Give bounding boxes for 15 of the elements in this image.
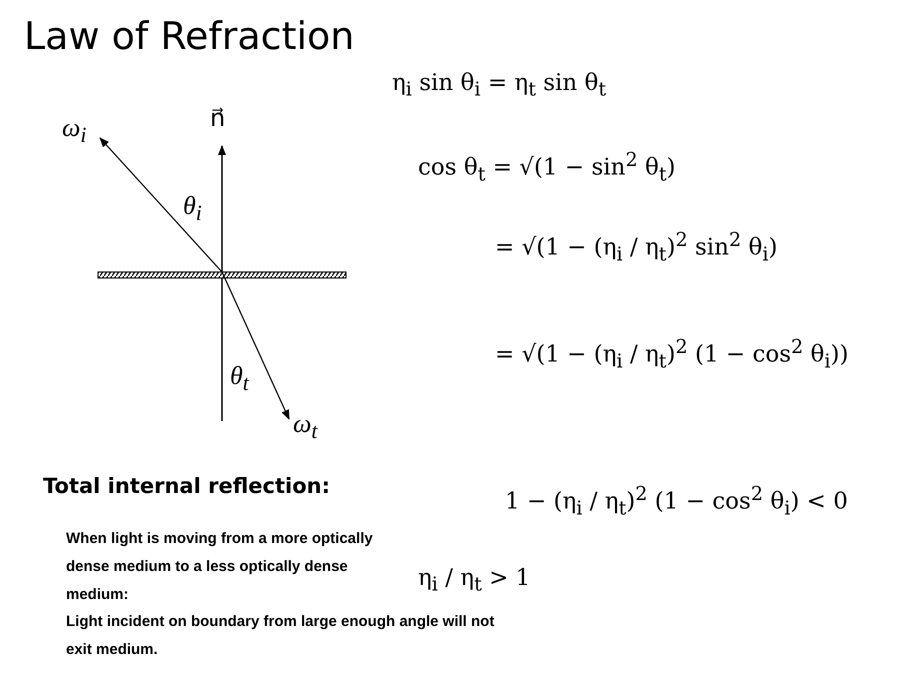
equation: = √(1 − (η$_{i}$ / η$_{t}$)$^{2}$ sin$^{2}$ θ$_{i}$): [495, 228, 778, 266]
note-text: Light incident on boundary from large enough angle will not exit medium.: [66, 612, 496, 660]
vector-label: n⃗: [210, 104, 226, 133]
slide-title: Law of Refraction: [24, 14, 354, 58]
section-heading: Total internal reflection:: [43, 474, 330, 500]
angle-label: θ$_{t}$: [230, 360, 249, 396]
vector-label: ω$_{t}$: [293, 408, 318, 444]
vector-label: ω$_{i}$: [62, 112, 86, 148]
equation: cos θ$_{t}$ = √(1 − sin$^{2}$ θ$_{t}$): [418, 148, 676, 186]
equation: η$_{i}$ sin θ$_{i}$ = η$_{t}$ sin θ$_{t}$: [392, 70, 606, 101]
note-text: When light is moving from a more optically dense medium to a less optically dense medium:: [66, 529, 374, 605]
angle-label: θ$_{i}$: [183, 190, 202, 226]
inequality: η$_{i}$ / η$_{t}$ > 1: [418, 565, 530, 596]
equation: = √(1 − (η$_{i}$ / η$_{t}$)$^{2}$ (1 − cos$^{2}$ θ$_{i}$)): [495, 335, 848, 372]
inequality: 1 − (η$_{i}$ / η$_{t}$)$^{2}$ (1 − cos$^{2}$ θ$_{i}$) < 0: [505, 482, 848, 520]
